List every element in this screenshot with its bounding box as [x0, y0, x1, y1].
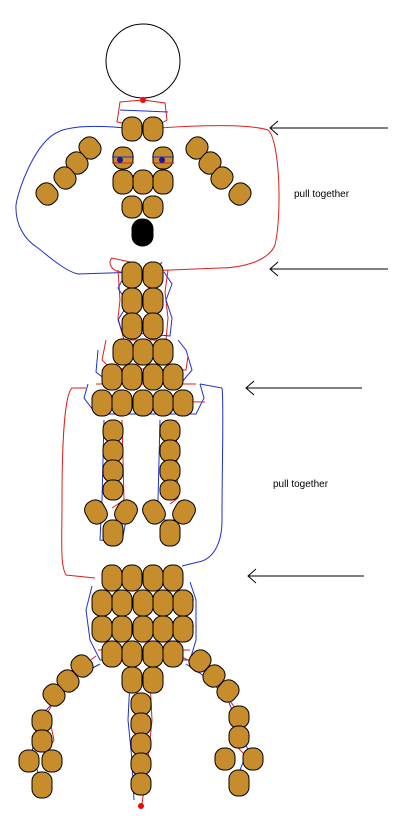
bead-icon — [228, 769, 250, 797]
bead-icon — [121, 116, 143, 142]
bead-icon — [172, 615, 194, 643]
bead-icon — [152, 169, 174, 195]
bead-icon — [228, 705, 250, 729]
bead-icon — [159, 519, 181, 547]
bead-icon — [228, 725, 250, 749]
bead-icon — [84, 499, 108, 525]
left-arrow-icon — [269, 261, 388, 277]
bead-icon — [112, 338, 134, 366]
bead-icon — [142, 640, 164, 668]
bead-icon — [152, 615, 174, 643]
bead-icon — [130, 732, 152, 756]
bead-icon — [31, 771, 53, 799]
bead-icon — [91, 389, 113, 417]
bead-icon — [162, 564, 184, 592]
head-circle-icon — [105, 23, 181, 99]
bead-icon — [121, 363, 143, 391]
bead-icon — [111, 589, 133, 617]
bead-icon — [102, 479, 124, 501]
bead-icon — [142, 287, 164, 315]
bead-icon — [142, 499, 166, 525]
bead-icon — [102, 439, 124, 463]
bead-icon — [121, 312, 143, 340]
note-pull-together-top: pull together — [294, 189, 350, 200]
bead-icon — [152, 589, 174, 617]
bead-icon — [101, 363, 123, 391]
bead-icon — [112, 169, 134, 195]
bead-icon — [242, 747, 264, 771]
bead-icon — [112, 146, 134, 170]
bead-icon — [142, 666, 164, 694]
bead-icon — [35, 182, 59, 206]
bead-icon — [130, 692, 152, 716]
thread-red-hips-loop — [61, 387, 96, 579]
bead-icon — [159, 459, 181, 483]
bead-icon — [142, 116, 164, 142]
bead-icon — [214, 747, 236, 771]
bead-icon — [41, 749, 63, 773]
bead-icon — [102, 519, 124, 547]
bead-icon — [101, 564, 123, 592]
bead-icon — [42, 683, 66, 707]
bead-icon — [121, 261, 143, 289]
eye-right-icon — [159, 157, 165, 163]
bead-icon — [130, 772, 152, 796]
left-arrow-icon — [269, 120, 388, 136]
thread-blue-hips-loop — [181, 383, 224, 567]
bead-icon — [132, 338, 154, 366]
bead-icon — [228, 182, 252, 206]
bead-icon — [91, 589, 113, 617]
bead-icon — [142, 363, 164, 391]
bead-icon — [210, 166, 234, 190]
bead-icon — [132, 389, 154, 417]
bead-icon — [53, 166, 77, 190]
bead-icon — [130, 712, 152, 736]
bead-icon — [159, 419, 181, 443]
eye-left-icon — [117, 157, 123, 163]
bead-icon — [102, 459, 124, 483]
bead-icon — [132, 589, 154, 617]
thread-blue-neck — [119, 109, 169, 113]
bead-icon — [102, 419, 124, 443]
bead-icon — [142, 195, 164, 219]
bead-icon — [121, 666, 143, 694]
note-pull-together-bottom: pull together — [273, 479, 329, 490]
bead-icon — [152, 338, 174, 366]
bead-icon — [172, 389, 194, 417]
bead-icon — [91, 615, 113, 643]
face-details — [112, 156, 174, 247]
bead-icon — [132, 169, 154, 195]
bead-icon — [159, 479, 181, 501]
bead-icon — [121, 640, 143, 668]
bead-icon — [152, 389, 174, 417]
bead-icon — [121, 195, 143, 219]
bead-icon — [111, 615, 133, 643]
bead-icon — [130, 752, 152, 776]
nose-icon — [131, 218, 154, 247]
tail-knot-icon — [138, 803, 144, 809]
bead-icon — [111, 389, 133, 417]
bead-icon — [142, 312, 164, 340]
bead-icon — [172, 499, 196, 525]
bead-icon — [216, 679, 240, 703]
bead-icon — [159, 439, 181, 463]
left-arrow-icon — [245, 380, 362, 396]
bead-icon — [162, 363, 184, 391]
bead-icon — [121, 564, 143, 592]
bead-icon — [31, 709, 53, 733]
bead-icon — [142, 564, 164, 592]
bead-icon — [101, 640, 123, 668]
bead-icon — [132, 615, 154, 643]
bead-icon — [18, 749, 40, 773]
bead-icon — [162, 640, 184, 668]
left-arrow-icon — [247, 568, 364, 584]
bead-icon — [142, 261, 164, 289]
bead-icon — [172, 589, 194, 617]
bead-icon — [121, 287, 143, 315]
thread-red-arms-loop — [109, 125, 280, 273]
bead-icon — [31, 729, 53, 753]
